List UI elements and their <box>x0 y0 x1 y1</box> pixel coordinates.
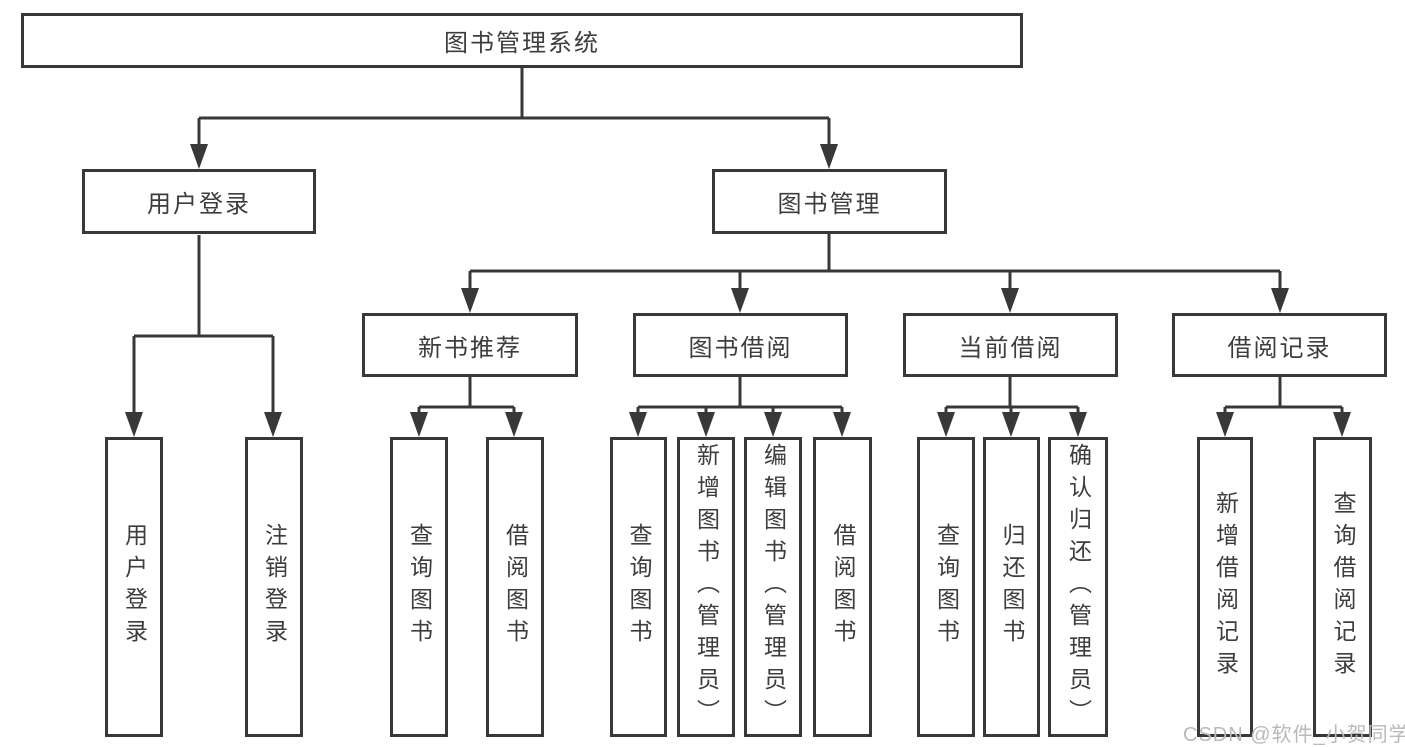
leaf-borrow-books-recommend: 借阅图书 <box>486 437 544 737</box>
connector-borrow-records-children <box>1216 377 1351 437</box>
leaf-query-books-borrow: 查询图书 <box>610 437 667 737</box>
watermark: CSDN @软件_小贺同学 <box>1183 724 1405 746</box>
node-current-borrow: 当前借阅 <box>903 313 1118 377</box>
leaf-add-borrow-record: 新增借阅记录 <box>1197 437 1253 737</box>
node-book-borrow: 图书借阅 <box>633 313 848 377</box>
connector-book-management-children <box>461 233 1289 313</box>
leaf-edit-book-admin: 编辑图书（管理员） <box>744 437 802 737</box>
connector-book-borrow-children <box>629 377 851 437</box>
leaf-query-borrow-record: 查询借阅记录 <box>1313 437 1372 737</box>
leaf-borrow-books-borrow: 借阅图书 <box>813 437 872 737</box>
node-borrow-records: 借阅记录 <box>1172 313 1387 377</box>
connector-new-book-recommend-children <box>410 377 523 437</box>
leaf-query-books-current: 查询图书 <box>917 437 975 737</box>
node-new-book-recommend: 新书推荐 <box>362 313 578 377</box>
connector-root-to-level2 <box>190 68 838 169</box>
node-book-management: 图书管理 <box>712 169 947 234</box>
node-user-login: 用户登录 <box>82 169 316 234</box>
leaf-logout: 注销登录 <box>245 437 303 737</box>
leaf-user-login: 用户登录 <box>105 437 163 737</box>
leaf-add-book-admin: 新增图书（管理员） <box>677 437 735 737</box>
leaf-return-book: 归还图书 <box>983 437 1040 737</box>
connector-user-login-children <box>125 235 282 437</box>
connector-current-borrow-children <box>937 377 1087 437</box>
leaf-confirm-return-admin: 确认归还（管理员） <box>1048 437 1108 737</box>
leaf-query-books-recommend: 查询图书 <box>390 437 448 737</box>
node-root: 图书管理系统 <box>21 13 1023 68</box>
